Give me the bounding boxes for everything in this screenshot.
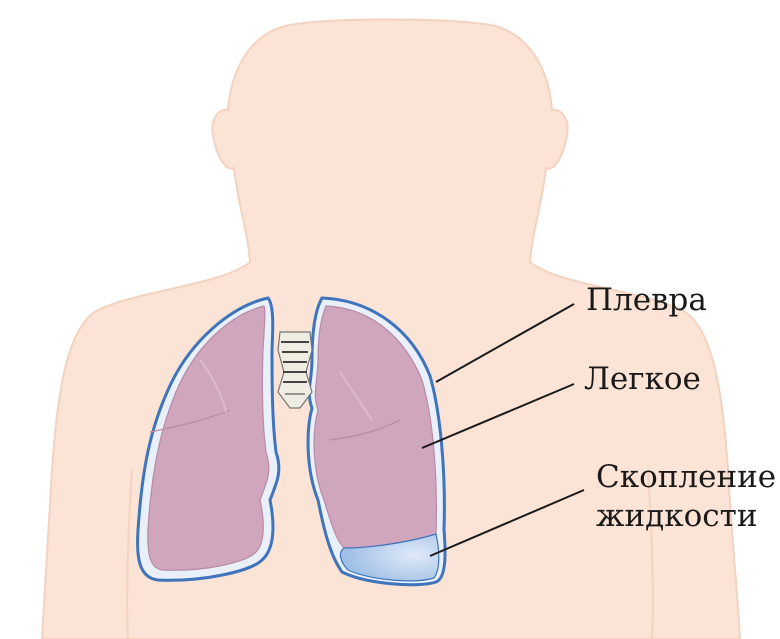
lung-label: Легкое [584, 360, 701, 399]
fluid-collection-label: Скопление жидкости [596, 458, 776, 536]
trachea [278, 332, 312, 408]
fluid-label-line-1: Скопление [596, 458, 776, 497]
fluid-label-line-2: жидкости [596, 497, 776, 536]
pleura-label: Плевра [586, 281, 707, 320]
